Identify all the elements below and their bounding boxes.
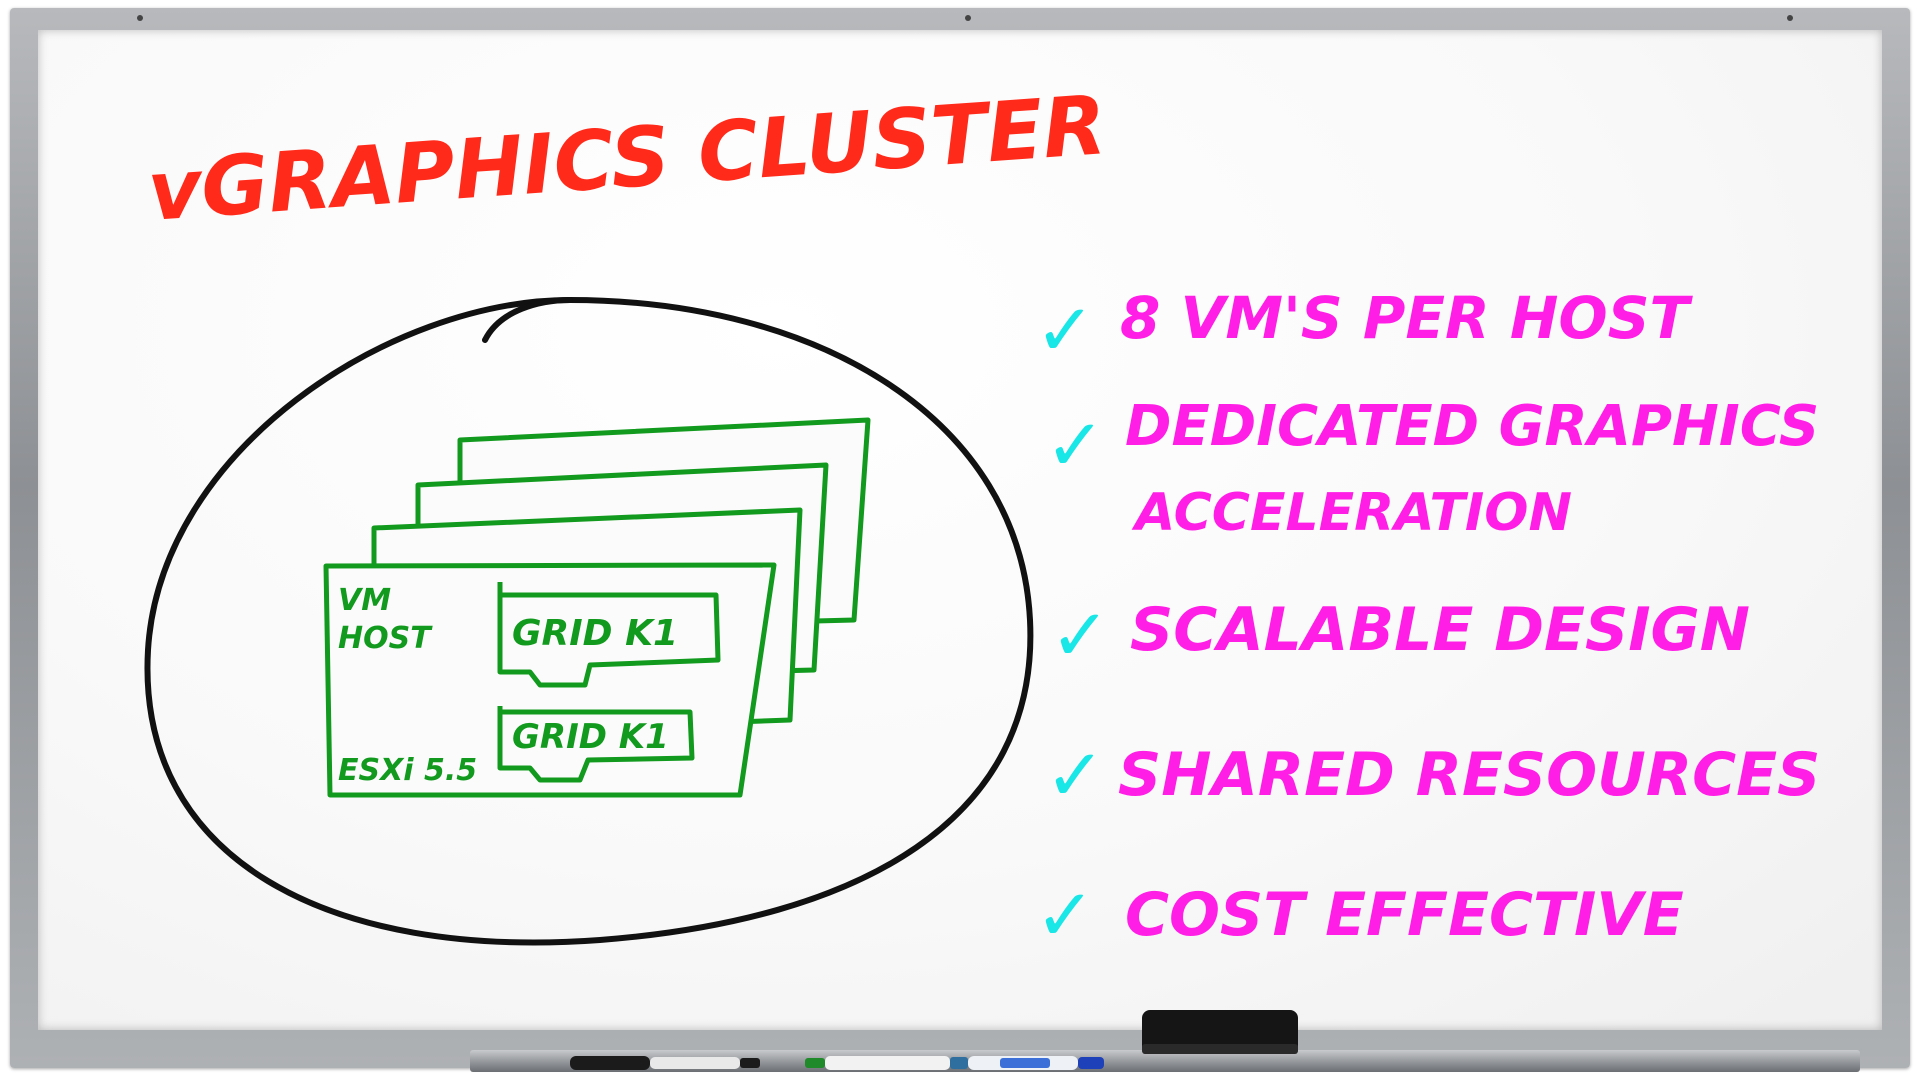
checklist-item: ✓ COST EFFECTIVE	[1035, 873, 1684, 957]
checklist-text: ACCELERATION	[1131, 483, 1572, 543]
host-label-host: HOST	[338, 621, 433, 656]
black-marker	[570, 1056, 760, 1070]
markers	[570, 1056, 1104, 1070]
blue-marker	[968, 1056, 1104, 1070]
checklist-item: ✓ SCALABLE DESIGN	[1050, 593, 1750, 677]
gpu-label-1: GRID K1	[512, 613, 678, 654]
check-icon: ✓	[1045, 733, 1105, 817]
checklist-item: ✓ 8 VM'S PER HOST	[1035, 284, 1693, 372]
host-cards	[323, 417, 871, 798]
gpu-card-2	[497, 706, 695, 783]
gpu-label-2: GRID K1	[512, 717, 669, 757]
checklist-text: SHARED RESOURCES	[1118, 740, 1820, 810]
check-icon: ✓	[1050, 593, 1110, 677]
eraser	[1142, 1010, 1298, 1054]
host-label-vm: VM	[338, 583, 391, 618]
gpu-card-1	[497, 582, 721, 688]
board-title: vGRAPHICS CLUSTER	[145, 78, 1109, 240]
frame-screw	[137, 15, 143, 21]
checklist-text: COST EFFECTIVE	[1125, 880, 1684, 950]
host-label-esxi: ESXi 5.5	[338, 753, 477, 788]
checklist-item: ✓ DEDICATED GRAPHICS ACCELERATION	[1045, 394, 1819, 543]
checklist-text: DEDICATED GRAPHICS	[1125, 394, 1819, 459]
check-icon: ✓	[1035, 288, 1095, 372]
checklist-text: SCALABLE DESIGN	[1130, 595, 1750, 665]
check-icon: ✓	[1045, 403, 1105, 487]
whiteboard-surface	[38, 30, 1882, 1030]
green-marker	[805, 1056, 968, 1070]
cluster-outline	[144, 296, 1034, 946]
checklist-text: 8 VM'S PER HOST	[1120, 284, 1693, 352]
checklist: ✓ 8 VM'S PER HOST ✓ DEDICATED GRAPHICS A…	[1035, 284, 1820, 957]
frame-screw	[965, 15, 971, 21]
host-card-1	[323, 562, 777, 798]
check-icon: ✓	[1035, 873, 1095, 957]
checklist-item: ✓ SHARED RESOURCES	[1045, 733, 1820, 817]
frame-screw	[1787, 15, 1793, 21]
gpu-cards	[497, 582, 721, 783]
